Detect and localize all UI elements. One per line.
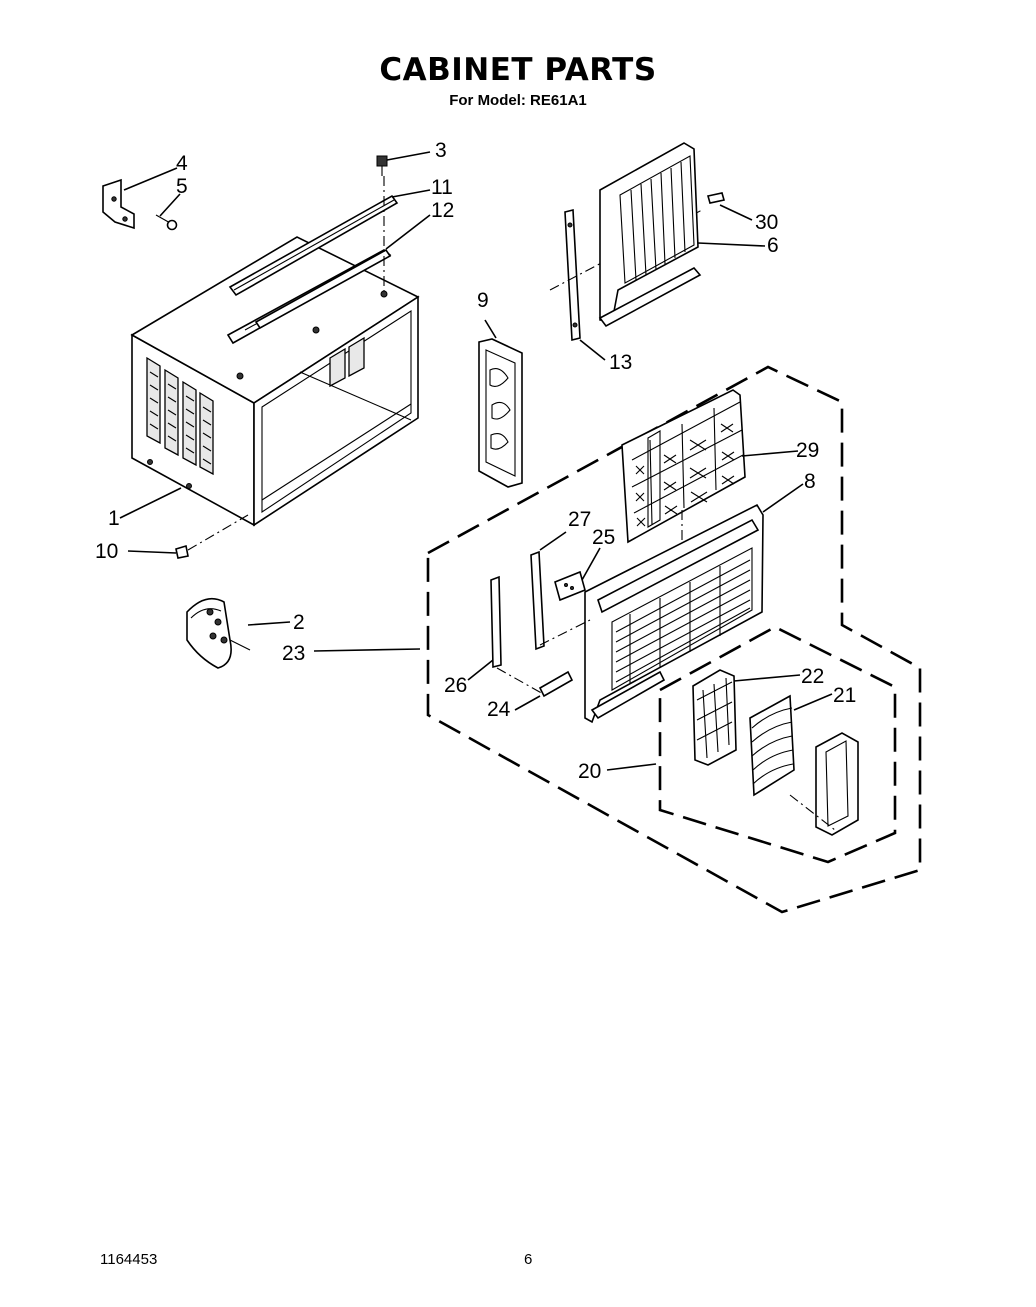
callout-30: 30 xyxy=(755,211,778,234)
page-title: CABINET PARTS xyxy=(379,52,657,88)
bracket-part-4 xyxy=(102,178,135,230)
callout-13: 13 xyxy=(609,351,632,374)
filter-part-9 xyxy=(478,338,523,488)
model-subtitle: For Model: RE61A1 xyxy=(449,92,587,109)
callout-10: 10 xyxy=(95,540,118,563)
clip-part-24 xyxy=(538,670,574,698)
callout-26: 26 xyxy=(444,674,467,697)
screw-part-30 xyxy=(706,192,726,204)
rail-part-12 xyxy=(254,248,392,330)
leader-lines xyxy=(119,151,833,771)
callout-12: 12 xyxy=(431,199,454,222)
gasket-part-26 xyxy=(490,575,502,669)
louver-frame-part-22 xyxy=(692,669,737,766)
louver-housing-part-20 xyxy=(815,732,859,836)
screw-part-5 xyxy=(155,214,178,231)
cabinet-part-1 xyxy=(130,236,420,527)
callout-4: 4 xyxy=(176,152,188,175)
front-filter-part-29 xyxy=(621,389,746,544)
louvers-part-21 xyxy=(749,694,795,797)
document-number: 1164453 xyxy=(100,1251,158,1268)
callout-9: 9 xyxy=(477,289,489,312)
callout-23: 23 xyxy=(282,642,305,665)
cabinet-side-louvres xyxy=(146,356,214,476)
callout-27: 27 xyxy=(568,508,591,531)
callout-2: 2 xyxy=(293,611,305,634)
callout-1: 1 xyxy=(108,507,120,530)
front-panel-part-8 xyxy=(584,503,764,724)
callout-21: 21 xyxy=(833,684,856,707)
side-rail-part-13 xyxy=(564,208,581,342)
mounting-bracket-part-2 xyxy=(186,597,251,669)
screw-part-3 xyxy=(376,155,388,298)
callout-3: 3 xyxy=(435,139,447,162)
callout-24: 24 xyxy=(487,698,511,721)
callout-8: 8 xyxy=(804,470,816,493)
callout-25: 25 xyxy=(592,526,615,549)
callout-6: 6 xyxy=(767,234,779,257)
callout-5: 5 xyxy=(176,175,188,198)
top-rail-part-11 xyxy=(228,194,399,297)
rear-grille-part-6 xyxy=(598,142,702,328)
callout-11: 11 xyxy=(431,176,453,199)
gasket-part-27 xyxy=(530,550,545,651)
assembly-23-outline xyxy=(426,365,922,914)
assembly-20-outline xyxy=(658,625,897,864)
callout-20: 20 xyxy=(578,760,601,783)
screw-part-10 xyxy=(175,514,249,559)
page-number: 6 xyxy=(524,1251,533,1268)
callout-29: 29 xyxy=(796,439,819,462)
callout-22: 22 xyxy=(801,665,824,688)
callout-labels: 4 5 3 11 12 30 6 9 13 29 8 1 27 25 10 2 … xyxy=(95,139,856,783)
emblem-part-25 xyxy=(554,570,586,602)
